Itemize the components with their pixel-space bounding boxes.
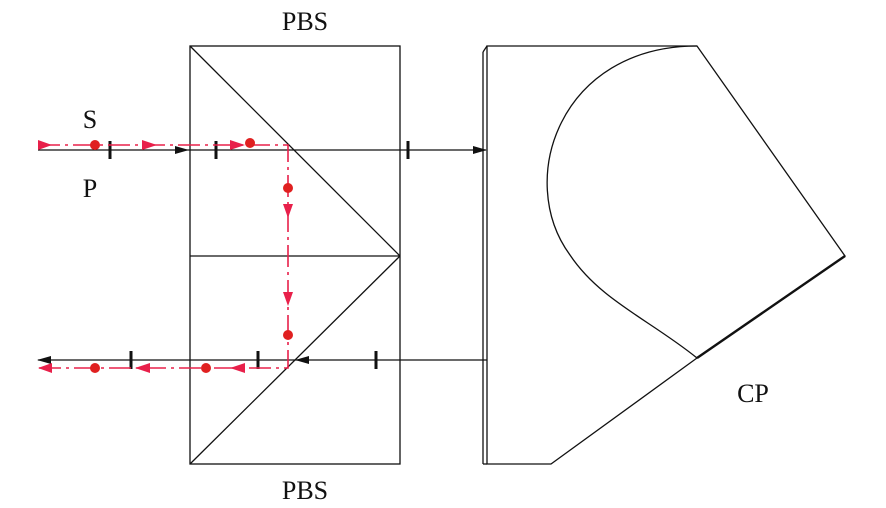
- s-polarization-dot: [245, 138, 255, 148]
- corner-prism: [482, 45, 846, 465]
- s-polarization-dot: [283, 183, 293, 193]
- s-polarization-dot: [90, 363, 100, 373]
- corner-prism-outline: [486, 45, 846, 465]
- pbs-top-label: PBS: [282, 7, 328, 36]
- p-polarization-label: P: [83, 174, 97, 203]
- s-beam-arrow: [283, 292, 293, 306]
- s-polarization-dot: [90, 140, 100, 150]
- pbs-bottom-label: PBS: [282, 476, 328, 505]
- s-beam-arrow: [135, 363, 150, 373]
- s-beam: [38, 138, 293, 373]
- pbs-outline: [189, 45, 401, 465]
- s-polarization-dot: [201, 363, 211, 373]
- s-beam-arrow: [230, 140, 245, 150]
- s-beam-arrow: [142, 140, 157, 150]
- s-beam-path: [38, 144, 289, 369]
- corner-prism-curved-edge: [546, 45, 698, 359]
- s-polarization-dot: [283, 330, 293, 340]
- s-beam-arrow: [38, 363, 52, 373]
- s-beam-arrow: [283, 204, 293, 218]
- s-beam-arrow: [230, 363, 245, 373]
- corner-prism-face-top: [482, 45, 488, 53]
- s-beam-arrow: [38, 140, 52, 150]
- pbs-upper-diagonal: [189, 45, 401, 257]
- corner-prism-label: CP: [737, 379, 769, 408]
- corner-prism-bottom-edge: [696, 255, 846, 359]
- s-polarization-label: S: [83, 105, 97, 134]
- pbs-assembly: [189, 45, 401, 465]
- p-beam: [37, 141, 487, 369]
